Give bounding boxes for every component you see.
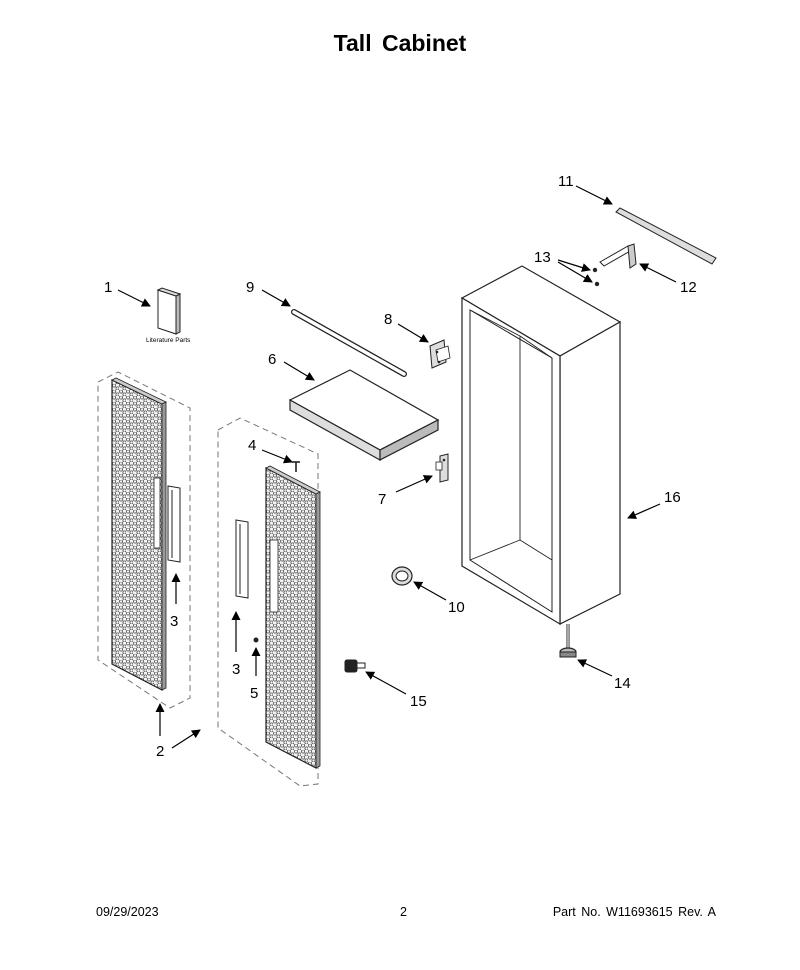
callout-6: 6 [268, 351, 276, 368]
callout-2: 2 [156, 743, 164, 760]
footer-page-number: 2 [400, 905, 407, 919]
key [344, 659, 366, 673]
callout-numbers: 1 2 3 3 4 5 6 7 8 9 10 11 12 13 14 15 16 [104, 173, 697, 760]
door-panel-left [97, 371, 191, 709]
leader-arrows [117, 185, 677, 749]
cabinet-box [460, 265, 622, 626]
callout-5: 5 [250, 685, 258, 702]
callout-3-right: 3 [232, 661, 240, 678]
shelf [288, 369, 440, 462]
callout-16: 16 [664, 489, 681, 506]
screws [592, 267, 600, 287]
literature-label: Literature Parts [146, 337, 191, 344]
callout-13: 13 [534, 249, 551, 266]
bracket-lower [435, 453, 449, 483]
callout-10: 10 [448, 599, 465, 616]
page-title: Tall Cabinet [333, 30, 467, 56]
callout-7: 7 [378, 491, 386, 508]
callout-8: 8 [384, 311, 392, 328]
callout-9: 9 [246, 279, 254, 296]
callout-4: 4 [248, 437, 256, 454]
door-panel-right [217, 417, 321, 787]
footer-date: 09/29/2023 [96, 905, 159, 919]
callout-15: 15 [410, 693, 427, 710]
rod [291, 309, 407, 377]
callout-14: 14 [614, 675, 631, 692]
callout-1: 1 [104, 279, 112, 296]
grommet [391, 566, 413, 586]
callout-3-left: 3 [170, 613, 178, 630]
footer-part-number: Part No. W11693615 Rev. A [552, 905, 716, 919]
leveling-leg [559, 624, 577, 658]
strap [615, 207, 717, 265]
literature-parts: Literature Parts [146, 287, 191, 344]
callout-11: 11 [558, 173, 574, 190]
callout-12: 12 [680, 279, 697, 296]
bracket-upper [429, 339, 451, 369]
mounting-bracket [599, 243, 637, 269]
